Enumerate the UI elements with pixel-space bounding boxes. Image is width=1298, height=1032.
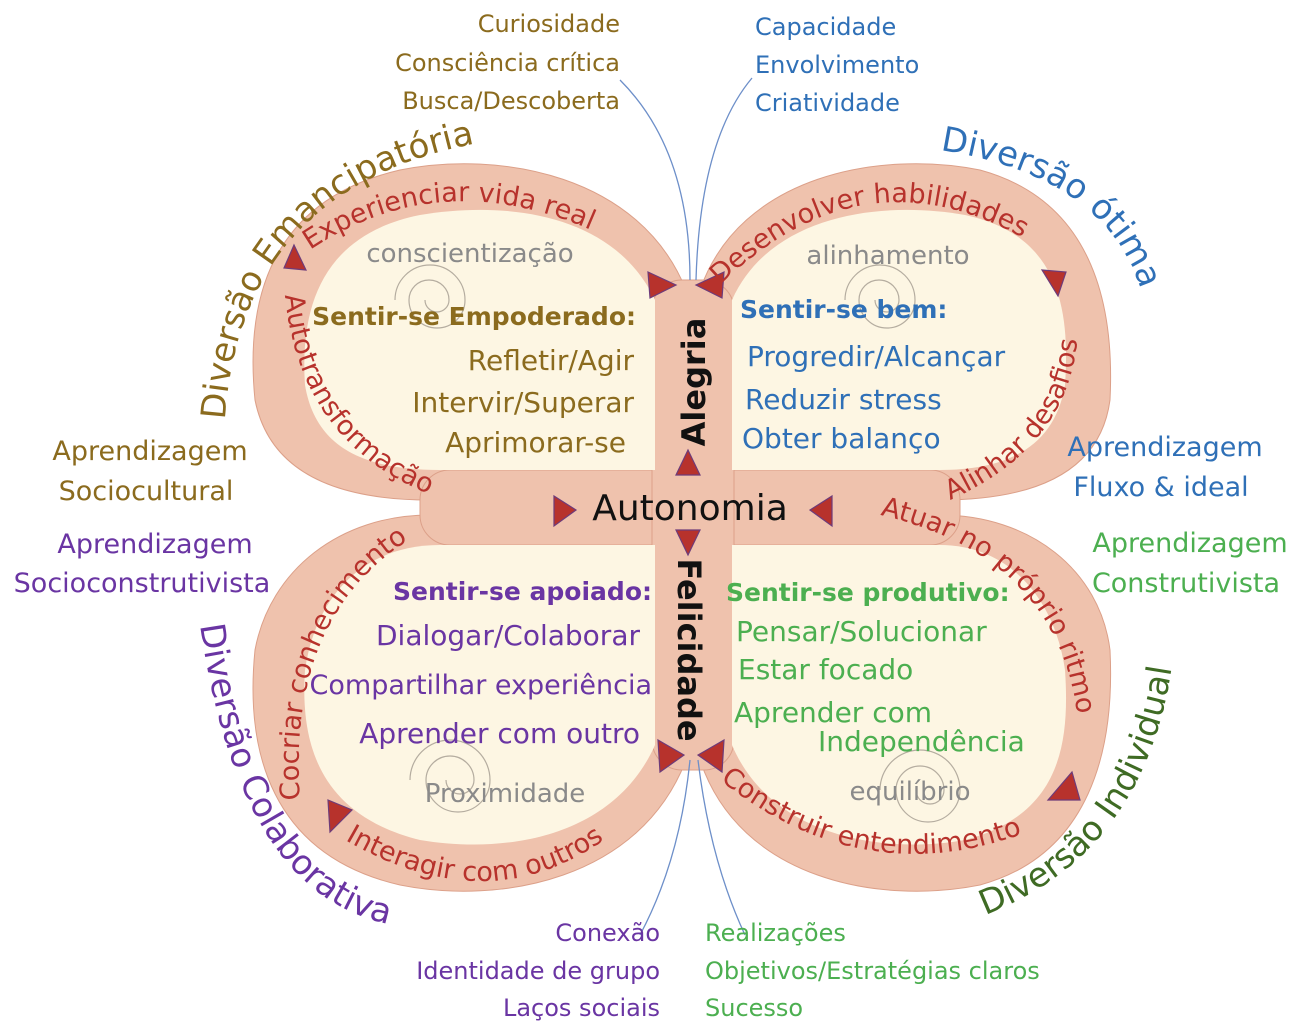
keyword-curiosity: Curiosidade [478, 10, 620, 38]
arrow-left-icon [808, 494, 833, 528]
leader-lines [619, 77, 753, 936]
keyword-search-discovery: Busca/Descoberta [402, 87, 620, 115]
action-item: Obter balanço [742, 422, 941, 455]
leader-line [639, 759, 691, 936]
learning-sociocultural-line1: Aprendizagem [52, 436, 247, 467]
arrow-down-icon [1040, 269, 1067, 298]
spiral-icon [844, 264, 916, 329]
concept-balance: equilíbrio [850, 777, 971, 807]
arrow-right-icon [553, 494, 578, 528]
action-item: Progredir/Alcançar [747, 340, 1006, 373]
spiral-icon [409, 739, 491, 813]
keyword-achievements: Realizações [705, 919, 846, 947]
band-center-vertical [651, 279, 735, 771]
arrow-right-icon [657, 738, 686, 774]
action-item: Compartilhar experiência [310, 670, 652, 701]
lobe-bottom-right [732, 545, 1067, 845]
action-item: Pensar/Solucionar [736, 615, 987, 648]
concept-alignment: alinhamento [806, 241, 969, 271]
keyword-critical-awareness: Consciência crítica [395, 49, 620, 77]
arrow-down-icon [327, 799, 354, 834]
arrow-down-icon [675, 529, 701, 557]
learning-sociocultural-line2: Sociocultural [59, 476, 234, 507]
learning-constructivist-line2: Construtivista [1092, 568, 1280, 599]
keyword-clear-goals: Objetivos/Estratégias claros [705, 957, 1040, 985]
lobe-top-left [304, 209, 655, 470]
learning-flow-line1: Aprendizagem [1067, 432, 1262, 463]
action-item: Independência [818, 725, 1025, 758]
action-item: Aprimorar-se [445, 426, 626, 459]
arrow-up-icon [1046, 770, 1081, 801]
keyword-group-identity: Identidade de grupo [416, 957, 660, 985]
learning-flow-line2: Fluxo & ideal [1073, 472, 1248, 503]
feeling-empowered: Sentir-se Empoderado: [312, 302, 636, 331]
center-autonomy: Autonomia [592, 488, 788, 529]
action-item: Intervir/Superar [412, 386, 634, 419]
leader-line [619, 79, 691, 281]
action-item: Estar focado [738, 653, 913, 686]
keyword-capacity: Capacidade [755, 13, 896, 41]
learning-socioconstructivist-line2: Socioconstrutivista [14, 568, 271, 599]
spiral-icon [394, 264, 466, 329]
center-joy: Alegria [675, 318, 713, 447]
keyword-success: Sucesso [705, 994, 803, 1022]
arrow-left-icon [696, 738, 725, 774]
lobe-interiors [304, 209, 1067, 845]
arrow-left-icon [694, 271, 725, 299]
center-happiness: Felicidade [670, 558, 708, 741]
arrow-left-icon [283, 243, 307, 271]
keyword-creativity: Criatividade [755, 89, 900, 117]
arrow-right-icon [647, 271, 678, 299]
keyword-social-ties: Laços sociais [503, 994, 660, 1022]
learning-socioconstructivist-line1: Aprendizagem [57, 529, 252, 560]
learning-constructivist-line1: Aprendizagem [1092, 528, 1287, 559]
leader-line [695, 77, 753, 281]
concept-awareness: conscientização [366, 239, 573, 269]
leader-line [697, 759, 746, 936]
feeling-good: Sentir-se bem: [740, 295, 947, 324]
action-item: Refletir/Agir [468, 344, 635, 377]
action-item: Reduzir stress [745, 383, 942, 416]
action-item: Aprender com [734, 696, 932, 729]
action-item: Aprender com outro [359, 717, 640, 750]
keyword-involvement: Envolvimento [755, 51, 919, 79]
action-item: Dialogar/Colaborar [376, 619, 640, 652]
arrow-markers [283, 243, 1081, 834]
feeling-productive: Sentir-se produtivo: [726, 578, 1010, 607]
arrow-up-icon [675, 448, 701, 476]
feeling-supported: Sentir-se apoiado: [393, 577, 652, 606]
spiral-decorations [394, 264, 961, 823]
concept-proximity: Proximidade [425, 779, 586, 809]
spiral-icon [879, 749, 961, 823]
lobe-bottom-left [304, 545, 655, 845]
lobe-top-right [732, 209, 1067, 470]
keyword-connection: Conexão [555, 919, 660, 947]
